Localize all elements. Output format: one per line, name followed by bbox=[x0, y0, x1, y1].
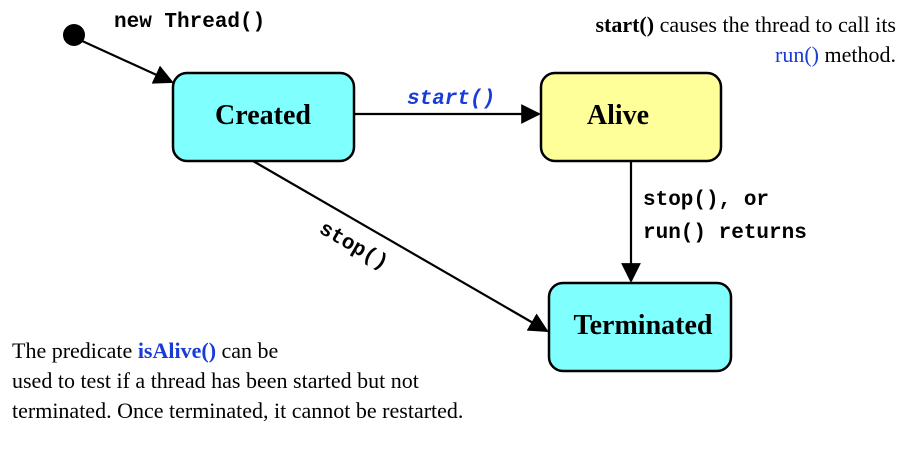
transition-created-terminated-label: stop() bbox=[315, 218, 392, 276]
note-start-text2: method. bbox=[819, 42, 897, 67]
note-start-keyword: start() bbox=[595, 12, 655, 37]
initial-state-dot bbox=[63, 24, 85, 46]
transition-created-alive-label: start() bbox=[407, 88, 495, 111]
note-start-method: start() causes the thread to call its ru… bbox=[476, 10, 896, 70]
transition-created-terminated-arrow bbox=[252, 160, 549, 332]
note-isalive-suffix: can be bbox=[216, 338, 279, 363]
state-created-label: Created bbox=[215, 100, 311, 131]
state-alive-label: Alive bbox=[587, 100, 649, 131]
transition-alive-terminated-label-line1: stop(), or bbox=[643, 189, 769, 212]
state-terminated bbox=[547, 281, 733, 373]
state-terminated-label: Terminated bbox=[574, 310, 713, 341]
initial-transition-label: new Thread() bbox=[114, 11, 265, 34]
note-run-keyword: run() bbox=[775, 42, 819, 67]
note-start-text1: causes the thread to call its bbox=[654, 12, 896, 37]
state-created bbox=[171, 71, 356, 163]
transition-alive-terminated-label-line2: run() returns bbox=[643, 222, 807, 245]
note-isalive-prefix: The predicate bbox=[12, 338, 138, 363]
note-isalive-predicate: The predicate isAlive() can be used to t… bbox=[12, 336, 502, 426]
note-isalive-rest: used to test if a thread has been starte… bbox=[12, 368, 464, 423]
note-isalive-keyword: isAlive() bbox=[137, 338, 217, 363]
initial-transition-arrow bbox=[79, 38, 174, 84]
